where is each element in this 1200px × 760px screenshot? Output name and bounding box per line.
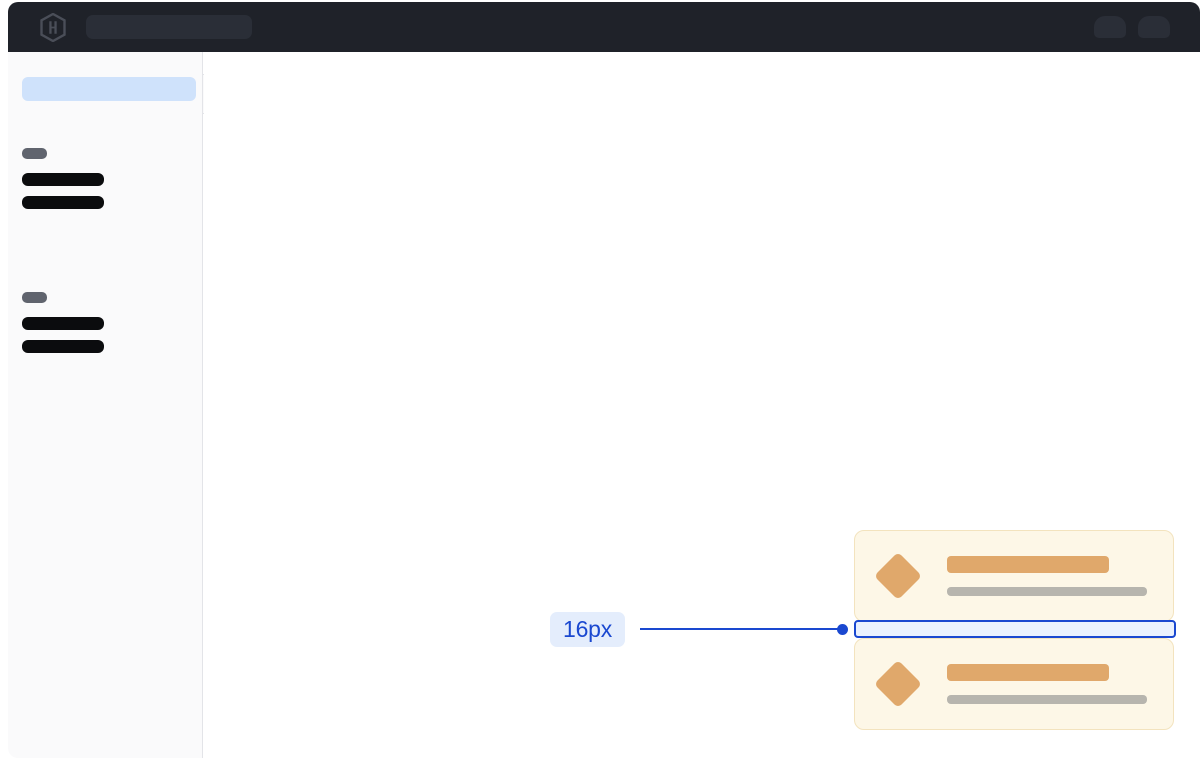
info-card-2[interactable] [854,638,1174,730]
measurement-endpoint-dot-icon [837,624,848,635]
sidebar-group-1-label [22,148,47,159]
card-2-subtitle [947,695,1147,704]
card-1-text-column [947,556,1155,596]
sidebar-item-1-2[interactable] [22,196,104,209]
body-area [0,52,1200,760]
diamond-icon [873,659,923,709]
card-2-text-column [947,664,1155,704]
sidebar-group-1 [22,148,104,219]
measurement-gap-highlight [854,620,1176,638]
sidebar-item-2-1[interactable] [22,317,104,330]
sidebar-group-2 [22,292,104,363]
diamond-icon [873,551,923,601]
card-1-subtitle [947,587,1147,596]
top-header-bar [8,2,1200,52]
measurement-value-badge: 16px [550,612,626,647]
card-1-title [947,556,1109,573]
info-card-1[interactable] [854,530,1174,622]
hashicorp-hexagon-logo-icon[interactable] [40,12,66,42]
topbar-action-2-button[interactable] [1138,16,1170,38]
topbar-actions [1094,16,1170,38]
sidebar-active-item[interactable] [22,77,196,101]
sidebar [8,52,203,758]
topbar-action-1-button[interactable] [1094,16,1126,38]
card-2-title [947,664,1109,681]
topbar-search-input[interactable] [86,15,252,39]
sidebar-item-2-2[interactable] [22,340,104,353]
main-canvas [204,52,1200,758]
sidebar-group-2-label [22,292,47,303]
sidebar-item-1-1[interactable] [22,173,104,186]
card-stack [854,530,1174,730]
measurement-leader-line [640,628,844,630]
